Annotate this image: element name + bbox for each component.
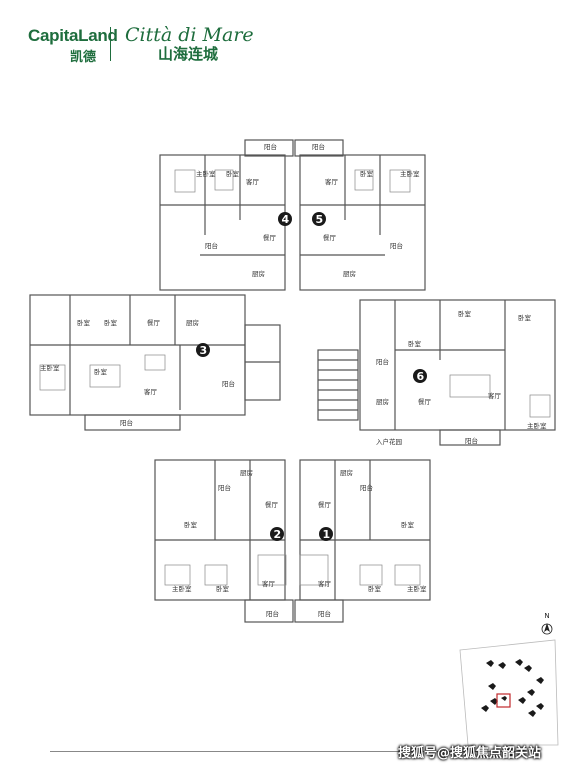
room-label: 餐厅 (147, 318, 161, 327)
room-label: 阳台 (312, 142, 325, 151)
room-label: 厨房 (240, 468, 253, 477)
room-label: 主卧室 (527, 421, 547, 430)
room-label: 客厅 (262, 579, 276, 588)
svg-text:3: 3 (200, 344, 208, 357)
capitaland-logo: CapitaLand (28, 26, 118, 45)
unit-marker-3: 3 (196, 343, 210, 357)
unit-3-outline (29, 294, 246, 416)
room-label: 阳台 (120, 418, 133, 427)
room-label: 阳台 (222, 379, 235, 388)
room-label: 阳台 (376, 357, 389, 366)
room-label: 卧室 (401, 520, 415, 529)
room-label: 卧室 (216, 584, 230, 593)
room-label: 厨房 (252, 269, 265, 278)
shanhai-liancheng-logo: 山海连城 (158, 45, 219, 63)
capitaland-cn-logo: 凯德 (70, 50, 97, 65)
room-label: 客厅 (318, 579, 332, 588)
unit-1-outline (299, 459, 431, 601)
north-arrow-icon (541, 623, 553, 635)
bottom-rule (50, 751, 520, 752)
room-label: 阳台 (318, 609, 331, 618)
room-label: 阳台 (266, 609, 279, 618)
room-label: 卧室 (458, 309, 472, 318)
room-label: 阳台 (465, 436, 478, 445)
room-label: 阳台 (218, 483, 231, 492)
unit-4-outline (159, 154, 286, 291)
unit-5-outline (299, 154, 426, 291)
room-label: 客厅 (246, 177, 260, 186)
room-label: 厨房 (343, 269, 356, 278)
room-label: 厨房 (340, 468, 353, 477)
room-label: 主卧室 (40, 363, 60, 372)
room-label: 入户花园 (376, 437, 402, 446)
room-label: 餐厅 (418, 397, 432, 406)
room-label: 卧室 (368, 584, 382, 593)
room-label: 卧室 (408, 339, 422, 348)
room-label: 厨房 (186, 318, 199, 327)
room-label: 餐厅 (318, 500, 332, 509)
room-label: 客厅 (144, 387, 158, 396)
room-label: 餐厅 (263, 233, 277, 242)
room-label: 主卧室 (407, 584, 427, 593)
unit-2-outline (154, 459, 286, 601)
room-label: 厨房 (376, 397, 389, 406)
svg-text:4: 4 (282, 213, 290, 226)
room-label: 客厅 (325, 177, 339, 186)
highlight-building (496, 693, 511, 708)
unit-marker-2: 2 (270, 527, 284, 541)
room-label: 阳台 (390, 241, 403, 250)
room-label: 卧室 (104, 318, 118, 327)
room-label: 卧室 (518, 313, 532, 322)
unit-marker-6: 6 (413, 369, 427, 383)
room-label: 卧室 (226, 169, 240, 178)
svg-text:5: 5 (316, 213, 324, 226)
watermark-text: 搜狐号@搜狐焦点韶关站 (398, 746, 542, 761)
room-label: 餐厅 (265, 500, 279, 509)
room-label: 主卧室 (172, 584, 192, 593)
room-label: 餐厅 (323, 233, 337, 242)
svg-text:2: 2 (274, 528, 282, 541)
svg-text:6: 6 (417, 370, 425, 383)
room-label: 主卧室 (196, 169, 216, 178)
room-label: 阳台 (264, 142, 277, 151)
citta-di-mare-logo: Città di Mare (125, 24, 254, 46)
room-label: 卧室 (94, 367, 108, 376)
site-key-map (459, 639, 559, 746)
north-label: N (544, 612, 550, 620)
room-label: 客厅 (488, 391, 502, 400)
logo-divider (110, 27, 111, 61)
svg-text:1: 1 (323, 528, 331, 541)
unit-marker-4: 4 (278, 212, 292, 226)
unit-marker-5: 5 (312, 212, 326, 226)
room-label: 卧室 (77, 318, 91, 327)
room-label: 阳台 (205, 241, 218, 250)
room-label: 卧室 (360, 169, 374, 178)
room-label: 卧室 (184, 520, 198, 529)
room-label: 阳台 (360, 483, 373, 492)
room-label: 主卧室 (400, 169, 420, 178)
core-stairs (317, 349, 359, 421)
unit-marker-1: 1 (319, 527, 333, 541)
